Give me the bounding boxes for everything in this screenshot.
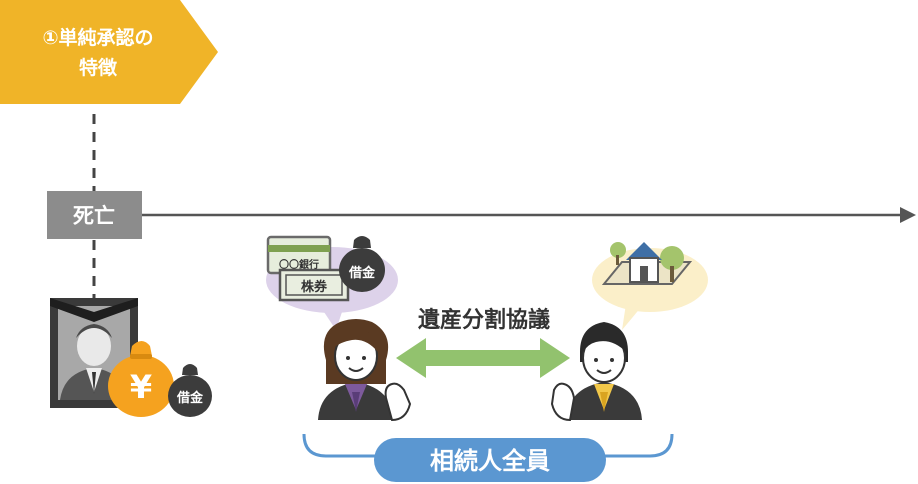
left-heir-woman-icon xyxy=(318,319,412,422)
heirs-group-badge xyxy=(374,438,606,482)
heir-debt-bag-icon: 借金 xyxy=(339,236,385,292)
death-label-text: 死亡 xyxy=(73,204,115,228)
header-tag: ①単純承認の 特徴 xyxy=(0,0,218,104)
debt-bag-label: 借金 xyxy=(176,390,204,406)
right-heir-bubble xyxy=(592,242,708,330)
stock-certificate-icon: 株券 xyxy=(278,268,350,302)
header-tag-line1: ①単純承認の xyxy=(42,26,153,49)
bank-card-icon: 〇〇銀行 xyxy=(266,235,332,275)
heirs-bracket: 相続人全員 xyxy=(302,433,674,482)
yen-money-bag-icon: ¥ xyxy=(108,341,174,417)
death-label: 死亡 xyxy=(47,191,142,239)
heir-debt-bag-label: 借金 xyxy=(348,265,376,281)
header-tag-shape xyxy=(0,0,218,104)
bank-card-label: 〇〇銀行 xyxy=(279,258,319,271)
heirs-group-label: 相続人全員 xyxy=(430,447,550,475)
negotiation-arrow: 遺産分割協議 xyxy=(396,307,570,378)
death-label-box xyxy=(47,191,142,239)
yen-symbol: ¥ xyxy=(130,368,152,406)
negotiation-label: 遺産分割協議 xyxy=(418,307,550,333)
debt-bag-icon: 借金 xyxy=(168,364,212,417)
timeline-arrow xyxy=(140,207,916,223)
house-land-icon xyxy=(601,242,693,285)
stock-certificate-label: 株券 xyxy=(301,279,328,295)
header-tag-line2: 特徴 xyxy=(79,56,118,79)
timeline-arrowhead xyxy=(900,207,916,223)
right-heir-woman-icon xyxy=(550,322,642,422)
left-heir-bubble: 〇〇銀行 株券 借金 xyxy=(266,235,398,330)
